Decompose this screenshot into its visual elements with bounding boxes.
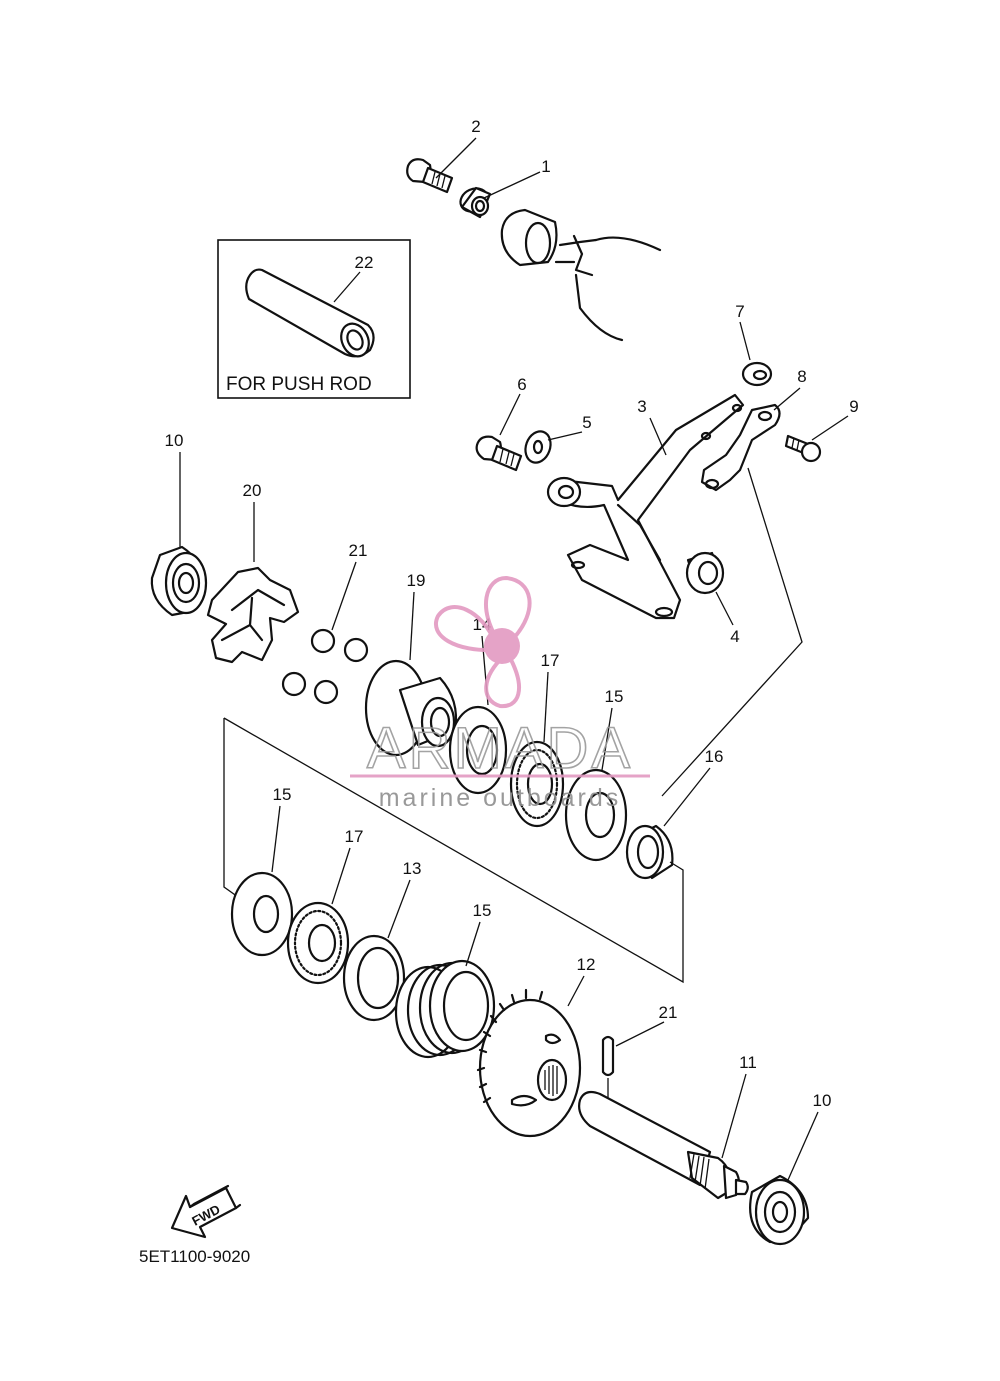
part-balls-20 [281, 628, 369, 705]
callout-3: 3 [637, 397, 646, 416]
propeller-logo-icon [434, 575, 532, 709]
callout-22: 22 [355, 253, 374, 272]
callout-16: 16 [705, 747, 724, 766]
callout-11: 11 [739, 1053, 757, 1072]
part-washer-15-right [564, 768, 628, 862]
callout-7: 7 [735, 302, 744, 321]
callout-19: 20 [243, 481, 262, 500]
part-thrust-bearing-17-center [509, 740, 565, 828]
inset-box: FOR PUSH ROD [217, 239, 411, 399]
callout-15-lower: 15 [273, 785, 292, 804]
fwd-arrow-icon: FWD [170, 1184, 242, 1239]
callout-17-lower: 17 [345, 827, 364, 846]
part-shaft-11 [578, 1090, 749, 1200]
part-bolt-6 [475, 435, 523, 472]
callout-15-right: 15 [605, 687, 624, 706]
part-motor-body [500, 208, 662, 342]
part-pin-21 [601, 1035, 615, 1108]
watermark-tagline: marine outboards [379, 784, 622, 812]
diagram-code: 5ET1100-9020 [139, 1247, 250, 1266]
callout-4: 4 [730, 627, 739, 646]
callout-2: 2 [471, 117, 480, 136]
callout-12: 12 [577, 955, 596, 974]
part-spring-13 [394, 959, 496, 1059]
callout-21: 21 [659, 1003, 678, 1022]
callout-13: 15 [473, 901, 492, 920]
part-washer-15-center [448, 705, 508, 795]
callout-8: 8 [797, 367, 806, 386]
part-cam-19 [206, 566, 300, 664]
part-washer-5 [524, 430, 552, 464]
part-collar-7 [741, 361, 773, 387]
callout-20: 21 [349, 541, 368, 560]
part-bolt-2 [406, 158, 454, 194]
part-bearing-10-left [150, 545, 208, 617]
callout-1: 1 [541, 157, 550, 176]
callout-18: 19 [407, 571, 426, 590]
callout-9: 9 [849, 397, 858, 416]
part-bushing-4 [685, 551, 725, 595]
callout-14: 13 [403, 859, 422, 878]
part-spacer-1 [459, 186, 492, 219]
callout-numbers: 2 1 22 7 8 9 6 5 3 4 10 20 21 19 14 17 1… [165, 117, 859, 1110]
part-bearing-10-right [749, 1174, 810, 1246]
inset-box-label: FOR PUSH ROD [226, 374, 372, 395]
callout-5: 5 [582, 413, 591, 432]
part-push-rod-sleeve-22 [245, 268, 375, 358]
bracket-lines [223, 467, 803, 984]
watermark: ARMADA marine outboards [350, 575, 650, 812]
part-bushing-16 [625, 824, 674, 880]
callout-10-left: 10 [165, 431, 184, 450]
part-shift-lever-3 [546, 393, 745, 620]
callout-17-center: 17 [541, 651, 560, 670]
leader-lines [179, 137, 849, 1181]
part-thrust-bearing-17-lower [286, 901, 350, 985]
part-washer-14 [342, 934, 406, 1022]
callout-6: 6 [517, 375, 526, 394]
part-sleeve-18 [364, 659, 458, 757]
watermark-brand: ARMADA [367, 716, 633, 781]
part-screw-9 [784, 434, 822, 463]
callout-10-right: 10 [813, 1091, 832, 1110]
part-gear-plate-12 [476, 988, 582, 1138]
part-washer-15-lower [230, 871, 294, 957]
